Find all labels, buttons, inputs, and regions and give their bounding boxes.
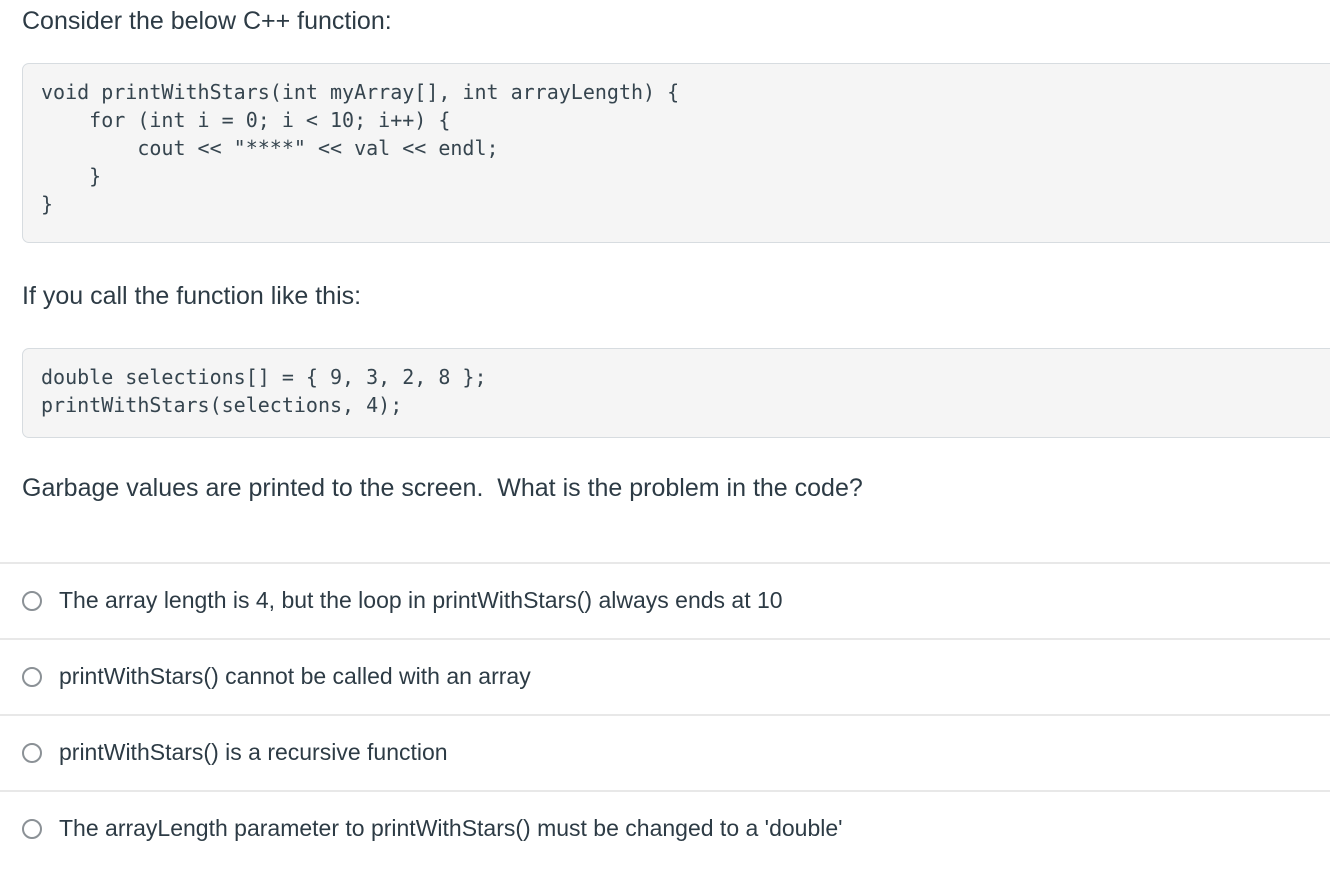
radio-button-icon-3[interactable] — [22, 743, 42, 763]
answer-option-2[interactable]: printWithStars() cannot be called with a… — [0, 638, 1330, 714]
question-prompt-text: Garbage values are printed to the screen… — [22, 474, 863, 502]
code-sample-call: double selections[] = { 9, 3, 2, 8 }; pr… — [22, 348, 1330, 438]
question-intro-text-1: Consider the below C++ function: — [22, 7, 392, 35]
code-sample-function-text: void printWithStars(int myArray[], int a… — [41, 80, 680, 216]
answer-option-4[interactable]: The arrayLength parameter to printWithSt… — [0, 790, 1330, 866]
answer-option-label-3: printWithStars() is a recursive function — [59, 739, 448, 766]
answer-options-list: The array length is 4, but the loop in p… — [0, 562, 1330, 866]
answer-option-3[interactable]: printWithStars() is a recursive function — [0, 714, 1330, 790]
radio-button-icon-1[interactable] — [22, 591, 42, 611]
answer-option-label-4: The arrayLength parameter to printWithSt… — [59, 815, 843, 842]
radio-button-icon-4[interactable] — [22, 819, 42, 839]
radio-button-icon-2[interactable] — [22, 667, 42, 687]
answer-option-1[interactable]: The array length is 4, but the loop in p… — [0, 562, 1330, 638]
answer-option-label-2: printWithStars() cannot be called with a… — [59, 663, 531, 690]
code-sample-call-text: double selections[] = { 9, 3, 2, 8 }; pr… — [41, 365, 487, 417]
code-sample-function: void printWithStars(int myArray[], int a… — [22, 63, 1330, 243]
question-intro-text-2: If you call the function like this: — [22, 282, 362, 310]
answer-option-label-1: The array length is 4, but the loop in p… — [59, 587, 783, 614]
